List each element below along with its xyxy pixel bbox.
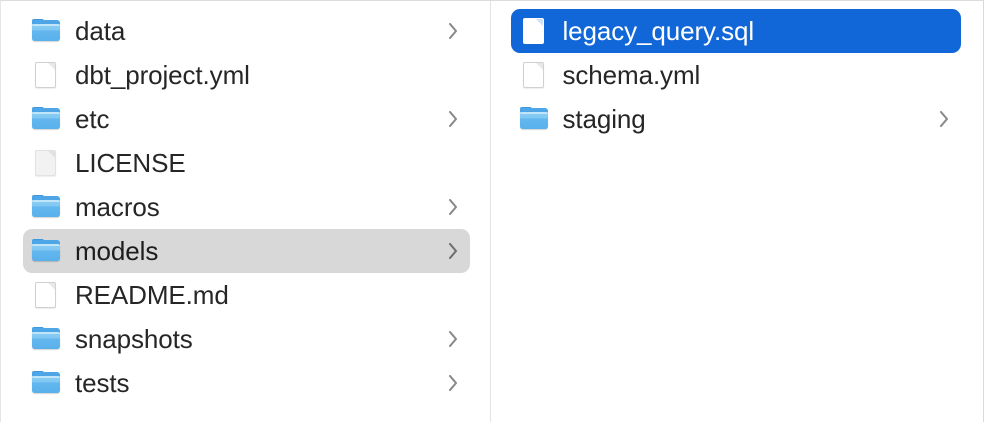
file-name-label: etc: [75, 104, 110, 134]
chevron-right-icon[interactable]: [446, 20, 460, 42]
chevron-placeholder: [446, 152, 460, 174]
folder-icon: [31, 324, 61, 354]
chevron-placeholder: [937, 20, 951, 42]
folder-icon: [31, 368, 61, 398]
plain-document-icon: [31, 148, 61, 178]
file-name-label: snapshots: [75, 324, 193, 354]
folder-icon: [519, 104, 549, 134]
file-list-item-schema-yml[interactable]: schema.yml: [511, 53, 962, 97]
file-list-item-staging[interactable]: staging: [511, 97, 962, 141]
file-name-label: staging: [562, 104, 646, 134]
folder-icon: [31, 192, 61, 222]
file-name-label: tests: [75, 368, 130, 398]
chevron-right-icon[interactable]: [446, 372, 460, 394]
document-icon: [31, 280, 61, 310]
chevron-right-icon[interactable]: [937, 108, 951, 130]
file-name-label: macros: [75, 192, 160, 222]
file-list-item-data[interactable]: data: [23, 9, 470, 53]
file-list-item-models[interactable]: models: [23, 229, 470, 273]
file-list-item-dbt-project-yml[interactable]: dbt_project.yml: [23, 53, 470, 97]
folder-icon: [31, 16, 61, 46]
document-icon: [519, 60, 549, 90]
file-name-label: schema.yml: [562, 60, 701, 90]
file-name-label: data: [75, 16, 126, 46]
chevron-right-icon[interactable]: [446, 196, 460, 218]
file-name-label: dbt_project.yml: [75, 60, 250, 90]
file-list-item-legacy-query-sql[interactable]: legacy_query.sql: [510, 9, 961, 53]
folder-icon: [31, 104, 61, 134]
document-icon: [31, 60, 61, 90]
chevron-placeholder: [937, 64, 951, 86]
file-name-label: LICENSE: [75, 148, 186, 178]
file-list-item-macros[interactable]: macros: [23, 185, 470, 229]
file-list-item-license[interactable]: LICENSE: [23, 141, 470, 185]
file-name-label: models: [75, 236, 159, 266]
file-list-item-readme-md[interactable]: README.md: [23, 273, 470, 317]
file-list-item-tests[interactable]: tests: [23, 361, 470, 405]
file-name-label: legacy_query.sql: [562, 16, 755, 46]
child-column: legacy_query.sql schema.yml staging: [491, 1, 984, 422]
chevron-right-icon[interactable]: [446, 328, 460, 350]
chevron-right-icon[interactable]: [446, 240, 460, 262]
folder-icon: [31, 236, 61, 266]
chevron-placeholder: [446, 284, 460, 306]
chevron-placeholder: [446, 64, 460, 86]
file-list-item-snapshots[interactable]: snapshots: [23, 317, 470, 361]
file-name-label: README.md: [75, 280, 229, 310]
document-icon: [519, 16, 549, 46]
chevron-right-icon[interactable]: [446, 108, 460, 130]
file-list-item-etc[interactable]: etc: [23, 97, 470, 141]
